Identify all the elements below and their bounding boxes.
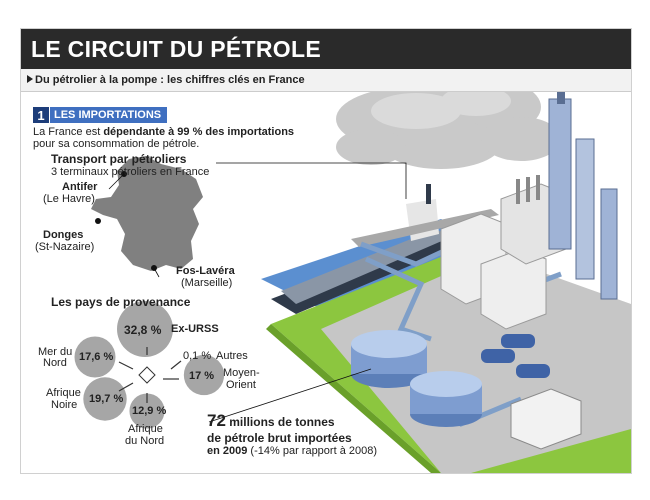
section-badge: 1 LES IMPORTATIONS <box>33 107 168 123</box>
imports-number: 72 <box>207 411 226 430</box>
intro-line-2: pour sa consommation de pétrole. <box>33 138 200 150</box>
refinery-units <box>440 175 567 330</box>
provenance-value-ex-urss: 32,8 % <box>124 323 162 337</box>
provenance-hub <box>138 366 156 384</box>
jetty <box>351 209 499 247</box>
imports-line-2: de pétrole brut importées <box>207 431 352 445</box>
provenance-bubble-afrique-noire <box>83 377 127 421</box>
provenance-label-mer-du-nord-1: Mer du <box>38 346 73 358</box>
terminal-donges-name: Donges <box>43 229 84 241</box>
provenance-value-mer-du-nord: 17,6 % <box>79 351 114 363</box>
provenance-label-afrique-noire-2: Noire <box>51 399 78 411</box>
pumps <box>481 334 550 378</box>
terminal-antifer-name: Antifer <box>62 181 98 193</box>
page-title: LE CIRCUIT DU PÉTROLE <box>31 36 321 62</box>
provenance-arrow-mer-du-nord <box>118 361 134 370</box>
subtitle-bar: Du pétrolier à la pompe : les chiffres c… <box>21 69 631 92</box>
provenance-label-afrique-du-nord-1: Afrique <box>128 423 163 435</box>
provenance-bubble-moyen-orient <box>183 354 225 396</box>
section-number: 1 <box>33 107 49 123</box>
provenance-bubble-ex-urss <box>117 301 173 357</box>
provenance-value-moyen-orient: 17 % <box>189 370 215 382</box>
provenance-value-autres: 0,1 % <box>183 350 212 362</box>
section-label: LES IMPORTATIONS <box>50 107 168 123</box>
terminal-dot-donges <box>95 218 101 224</box>
provenance-label-moyen-orient-2: Orient <box>226 379 256 391</box>
france-map <box>91 156 203 271</box>
terminal-fos-place: (Marseille) <box>181 277 233 289</box>
terminal-antifer-place: (Le Havre) <box>43 193 95 205</box>
provenance-label-afrique-noire-1: Afrique <box>46 387 81 399</box>
provenance-bubble-afrique-du-nord <box>129 393 165 429</box>
refinery-illustration <box>74 34 631 473</box>
provenance-arrow-afrique-noire <box>118 382 134 392</box>
infographic: LE CIRCUIT DU PÉTROLE Du pétrolier à la … <box>20 28 632 474</box>
provenance-label-afrique-du-nord-2: du Nord <box>125 435 165 447</box>
provenance-title: Les pays de provenance <box>51 295 191 309</box>
transport-leader-line <box>216 162 407 199</box>
provenance-label-autres: Autres <box>216 350 248 362</box>
title-bar: LE CIRCUIT DU PÉTROLE <box>21 29 631 69</box>
provenance-label-ex-urss: Ex-URSS <box>171 323 219 335</box>
provenance-arrow-autres <box>170 360 182 370</box>
provenance-bubbles <box>74 301 225 429</box>
triangle-right-icon <box>27 75 33 83</box>
provenance-value-afrique-noire: 19,7 % <box>89 393 124 405</box>
transport-title: Transport par pétroliers <box>51 152 187 166</box>
distillation-towers <box>548 84 618 300</box>
provenance-value-afrique-du-nord: 12,9 % <box>132 405 167 417</box>
intro-line-1: La France est dépendante à 99 % des impo… <box>33 126 295 138</box>
control-building <box>510 388 582 450</box>
imports-line-1: 72 millions de tonnes <box>207 411 335 430</box>
provenance-label-mer-du-nord-2: Nord <box>43 357 67 369</box>
terminal-fos-name: Fos-Lavéra <box>176 265 235 277</box>
transport-subtitle: 3 terminaux pétroliers en France <box>51 166 210 178</box>
provenance-label-moyen-orient-1: Moyen- <box>223 367 260 379</box>
page-subtitle: Du pétrolier à la pompe : les chiffres c… <box>35 74 305 86</box>
provenance-bubble-mer-du-nord <box>74 336 116 378</box>
imports-line-3: en 2009 (-14% par rapport à 2008) <box>207 445 378 457</box>
storage-tanks <box>351 330 482 427</box>
terminal-donges-place: (St-Nazaire) <box>35 241 95 253</box>
